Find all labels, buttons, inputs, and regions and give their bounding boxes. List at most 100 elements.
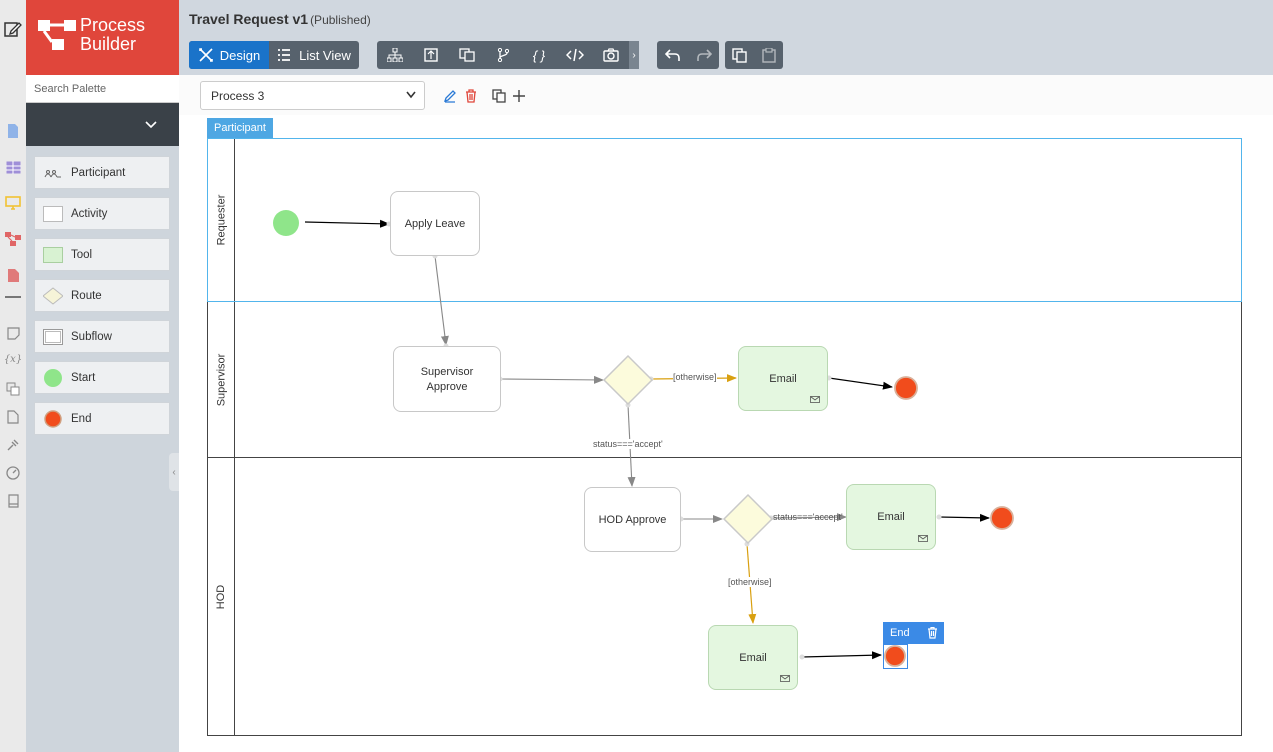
end-node-3 <box>884 645 906 667</box>
logo-icon <box>38 20 76 50</box>
toolbar-more-handle[interactable]: › <box>629 41 639 69</box>
icon-rail: {x} <box>0 0 26 752</box>
file-icon[interactable] <box>4 408 22 426</box>
translate-icon[interactable] <box>4 380 22 398</box>
activity-supervisor-approve[interactable]: Supervisor Approve <box>393 346 501 412</box>
selected-lane-outline <box>207 138 1242 302</box>
route-icon <box>43 286 63 305</box>
palette-item-label: Subflow <box>71 330 112 343</box>
add-icon[interactable] <box>512 89 526 103</box>
document-icon[interactable] <box>4 122 22 140</box>
palette-item-participant[interactable]: Participant <box>34 156 170 189</box>
process-icon[interactable] <box>4 230 22 248</box>
camera-icon[interactable] <box>593 41 629 69</box>
pencil-icon[interactable] <box>443 89 457 103</box>
redo-icon[interactable] <box>688 41 719 69</box>
translate-icon[interactable] <box>449 41 485 69</box>
palette-item-subflow[interactable]: Subflow <box>34 320 170 353</box>
end-icon <box>44 409 62 428</box>
palette-item-route[interactable]: Route <box>34 279 170 312</box>
activity-apply-leave[interactable]: Apply Leave <box>390 191 480 256</box>
edge-route2-accept <box>770 513 847 522</box>
clipboard-group <box>725 41 783 69</box>
design-icon <box>198 48 213 62</box>
palette-item-activity[interactable]: Activity <box>34 197 170 230</box>
edge-label-otherwise[interactable]: [otherwise] <box>673 372 717 382</box>
note-icon[interactable] <box>4 324 22 342</box>
report-icon[interactable] <box>4 266 22 284</box>
edge-label-accept[interactable]: status==='accept' <box>773 512 843 522</box>
app-logo: Process Builder <box>26 0 179 75</box>
rail-divider <box>5 296 21 298</box>
edge-email3-to-end3 <box>801 651 882 660</box>
mail-icon <box>918 535 928 542</box>
chevron-down-icon <box>145 120 157 128</box>
diagram-canvas[interactable]: Requester Supervisor HOD Participant App… <box>179 115 1273 752</box>
page-title: Travel Request v1(Published) <box>189 11 371 27</box>
participant-tab[interactable]: Participant <box>207 118 273 138</box>
view-toggle-group: Design List View <box>189 41 359 69</box>
palette-item-tool[interactable]: Tool <box>34 238 170 271</box>
edge-label-accept[interactable]: status==='accept' <box>593 439 663 449</box>
sitemap-icon[interactable] <box>377 41 413 69</box>
trash-icon[interactable] <box>464 89 478 103</box>
duplicate-icon[interactable] <box>492 89 506 103</box>
book-icon[interactable] <box>4 492 22 510</box>
lane-label-hod[interactable]: HOD <box>215 584 228 609</box>
palette-item-label: Tool <box>71 248 93 261</box>
participant-icon <box>44 169 61 177</box>
palette-item-start[interactable]: Start <box>34 361 170 394</box>
chevron-down-icon <box>406 91 416 99</box>
end-node-3-selection <box>883 644 908 669</box>
edge-label-otherwise[interactable]: [otherwise] <box>728 577 772 587</box>
palette-item-end[interactable]: End <box>34 402 170 435</box>
gauge-icon[interactable] <box>4 464 22 482</box>
monitor-icon[interactable] <box>4 194 22 212</box>
activity-hod-approve[interactable]: HOD Approve <box>584 487 681 552</box>
edge-apply-to-supervisor <box>434 255 449 346</box>
copy-icon[interactable] <box>725 41 754 69</box>
lane-label-supervisor[interactable]: Supervisor <box>215 353 228 406</box>
diagram-svg <box>207 138 1242 736</box>
edge-email1-to-end1 <box>828 377 893 390</box>
plugin-icon[interactable] <box>4 436 22 454</box>
palette-item-label: Start <box>71 371 96 384</box>
mail-icon <box>780 675 790 682</box>
list-view-button[interactable]: List View <box>269 41 359 69</box>
start-icon <box>44 368 62 387</box>
paste-icon[interactable] <box>754 41 783 69</box>
route-node-hod <box>722 493 774 545</box>
edit-icon[interactable] <box>4 20 22 38</box>
form-icon[interactable] <box>413 41 449 69</box>
tool-email-3[interactable]: Email <box>708 625 798 690</box>
process-select[interactable]: Process 3 <box>200 81 425 110</box>
connection-points <box>386 221 942 660</box>
palette-item-label: Route <box>71 289 102 302</box>
tool-icon <box>43 246 63 263</box>
lane-label-requester[interactable]: Requester <box>215 194 228 246</box>
tool-email-1[interactable]: Email <box>738 346 828 411</box>
tools-group: { } › <box>377 41 639 69</box>
edge-start-to-apply <box>304 219 390 228</box>
palette-category-dropdown[interactable] <box>26 103 179 146</box>
undo-icon[interactable] <box>657 41 688 69</box>
activity-icon <box>43 205 63 222</box>
palette-item-label: End <box>71 412 92 425</box>
trash-icon[interactable] <box>927 627 938 639</box>
palette-item-label: Activity <box>71 207 108 220</box>
branch-icon[interactable] <box>485 41 521 69</box>
subflow-icon <box>43 328 63 345</box>
variable-icon[interactable]: {x} <box>3 353 23 365</box>
list-icon <box>278 49 291 61</box>
undo-redo-group <box>657 41 719 69</box>
mail-icon <box>810 396 820 403</box>
code-icon[interactable] <box>557 41 593 69</box>
tool-email-2[interactable]: Email <box>846 484 936 550</box>
palette-search-input[interactable] <box>26 75 179 103</box>
edge-supervisor-to-route1 <box>499 375 604 384</box>
table-icon[interactable] <box>4 158 22 176</box>
palette-item-label: Participant <box>71 166 126 179</box>
design-button[interactable]: Design <box>189 41 269 69</box>
braces-icon[interactable]: { } <box>532 47 546 63</box>
palette-collapse-handle[interactable]: ‹ <box>169 453 179 491</box>
